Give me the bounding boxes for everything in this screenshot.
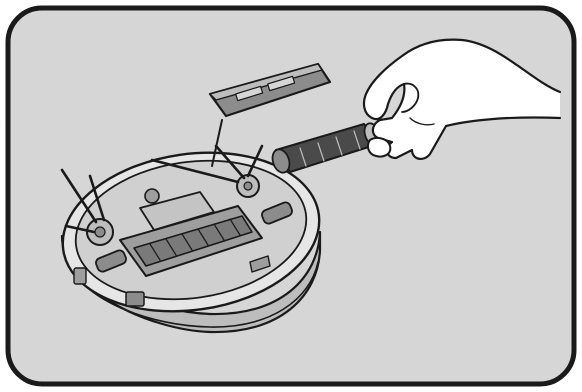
hand-fingertip [368, 138, 390, 157]
robot-hub-center-right [244, 182, 252, 190]
robot-caster [145, 189, 159, 203]
robot-hub-center-left [95, 227, 105, 237]
robot-charge-port [126, 292, 144, 306]
robot-front-contact [74, 268, 86, 284]
